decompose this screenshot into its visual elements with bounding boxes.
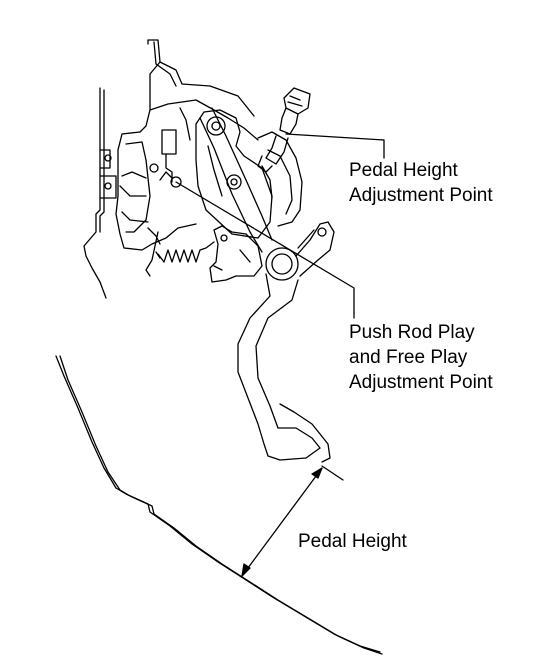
pedal-height-dimension [241,465,344,577]
left-bracket [83,87,117,299]
leader-lines [159,133,385,319]
stop-light-switch [257,87,311,173]
floor-line [55,355,381,653]
push-rod-bracket [155,225,263,283]
right-bracket [257,131,303,227]
leader-pedal-height-adjustment [285,133,385,159]
return-spring [157,241,215,263]
pedal-arm [199,107,335,463]
pedal-height-label: Pedal Height [298,531,407,552]
push-rod-play-label: Push Rod Play and Free Play Adjustment P… [349,320,493,395]
label-line: Pedal Height [349,160,458,181]
label-line: Adjustment Point [349,372,493,393]
pivot-plate [195,109,273,239]
top-bracket [147,39,255,117]
label-line: Adjustment Point [349,185,493,206]
pedal-height-adjustment-label: Pedal Height Adjustment Point [349,158,493,208]
pedal-housing [104,99,259,277]
leader-push-rod-play [175,181,355,319]
label-line: and Free Play [349,347,468,368]
label-line: Push Rod Play [349,322,475,343]
